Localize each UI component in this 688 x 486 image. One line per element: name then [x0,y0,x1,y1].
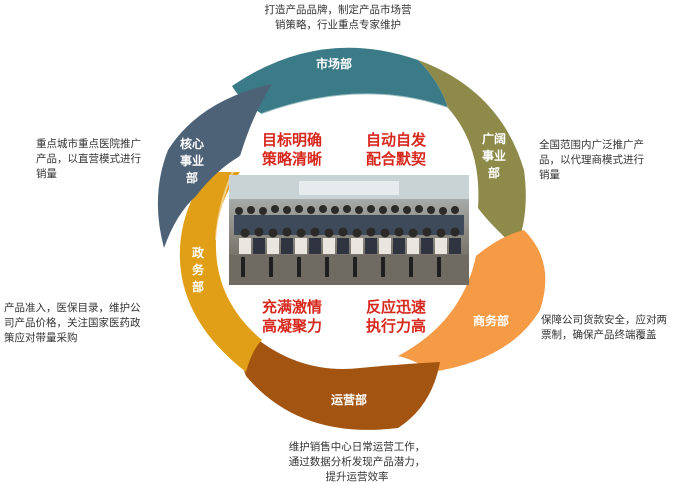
desc-government: 产品准入，医保目录，维护公 司产品价格，关注国家医药政 策应对带量采购 [4,302,141,344]
desc-operations: 维护销售中心日常运营工作， 通过数据分析发现产品潜力， 提升运营效率 [288,441,426,483]
slogan-top-right: 自动自发 配合默契 [365,131,426,168]
segment-commerce [398,230,546,372]
label-government: 政 务 部 [191,246,204,294]
segment-core [157,84,272,248]
desc-guangkuo: 全国范围内广泛推广产 品，以代理商模式进行 销量 [539,139,644,181]
desc-market: 打造产品品牌，制定产品市场营 销策略，行业重点专家维护 [264,4,412,31]
desc-commerce: 保障公司货款安全，应对两 票制，确保产品终端覆盖 [541,314,667,341]
label-core: 核心 事业 部 [179,137,204,185]
segment-market [232,47,448,114]
slogan-bottom-left: 充满激情 高凝聚力 [261,298,322,335]
segment-operations [236,320,440,430]
team-photo-image [229,175,469,285]
label-operations: 运营部 [330,393,367,407]
label-commerce: 商务部 [472,314,509,328]
label-market: 市场部 [315,57,352,71]
slogan-bottom-right: 反应迅速 执行力高 [365,298,426,335]
label-guangkuo: 广阔 事业 部 [481,132,506,180]
segment-guangkuo [418,60,526,248]
slogan-top-left: 目标明确 策略清晰 [261,131,322,168]
segment-government [179,172,262,372]
desc-core: 重点城市重点医院推广 产品，以直营模式进行 销量 [36,138,141,180]
team-photo [229,175,469,285]
